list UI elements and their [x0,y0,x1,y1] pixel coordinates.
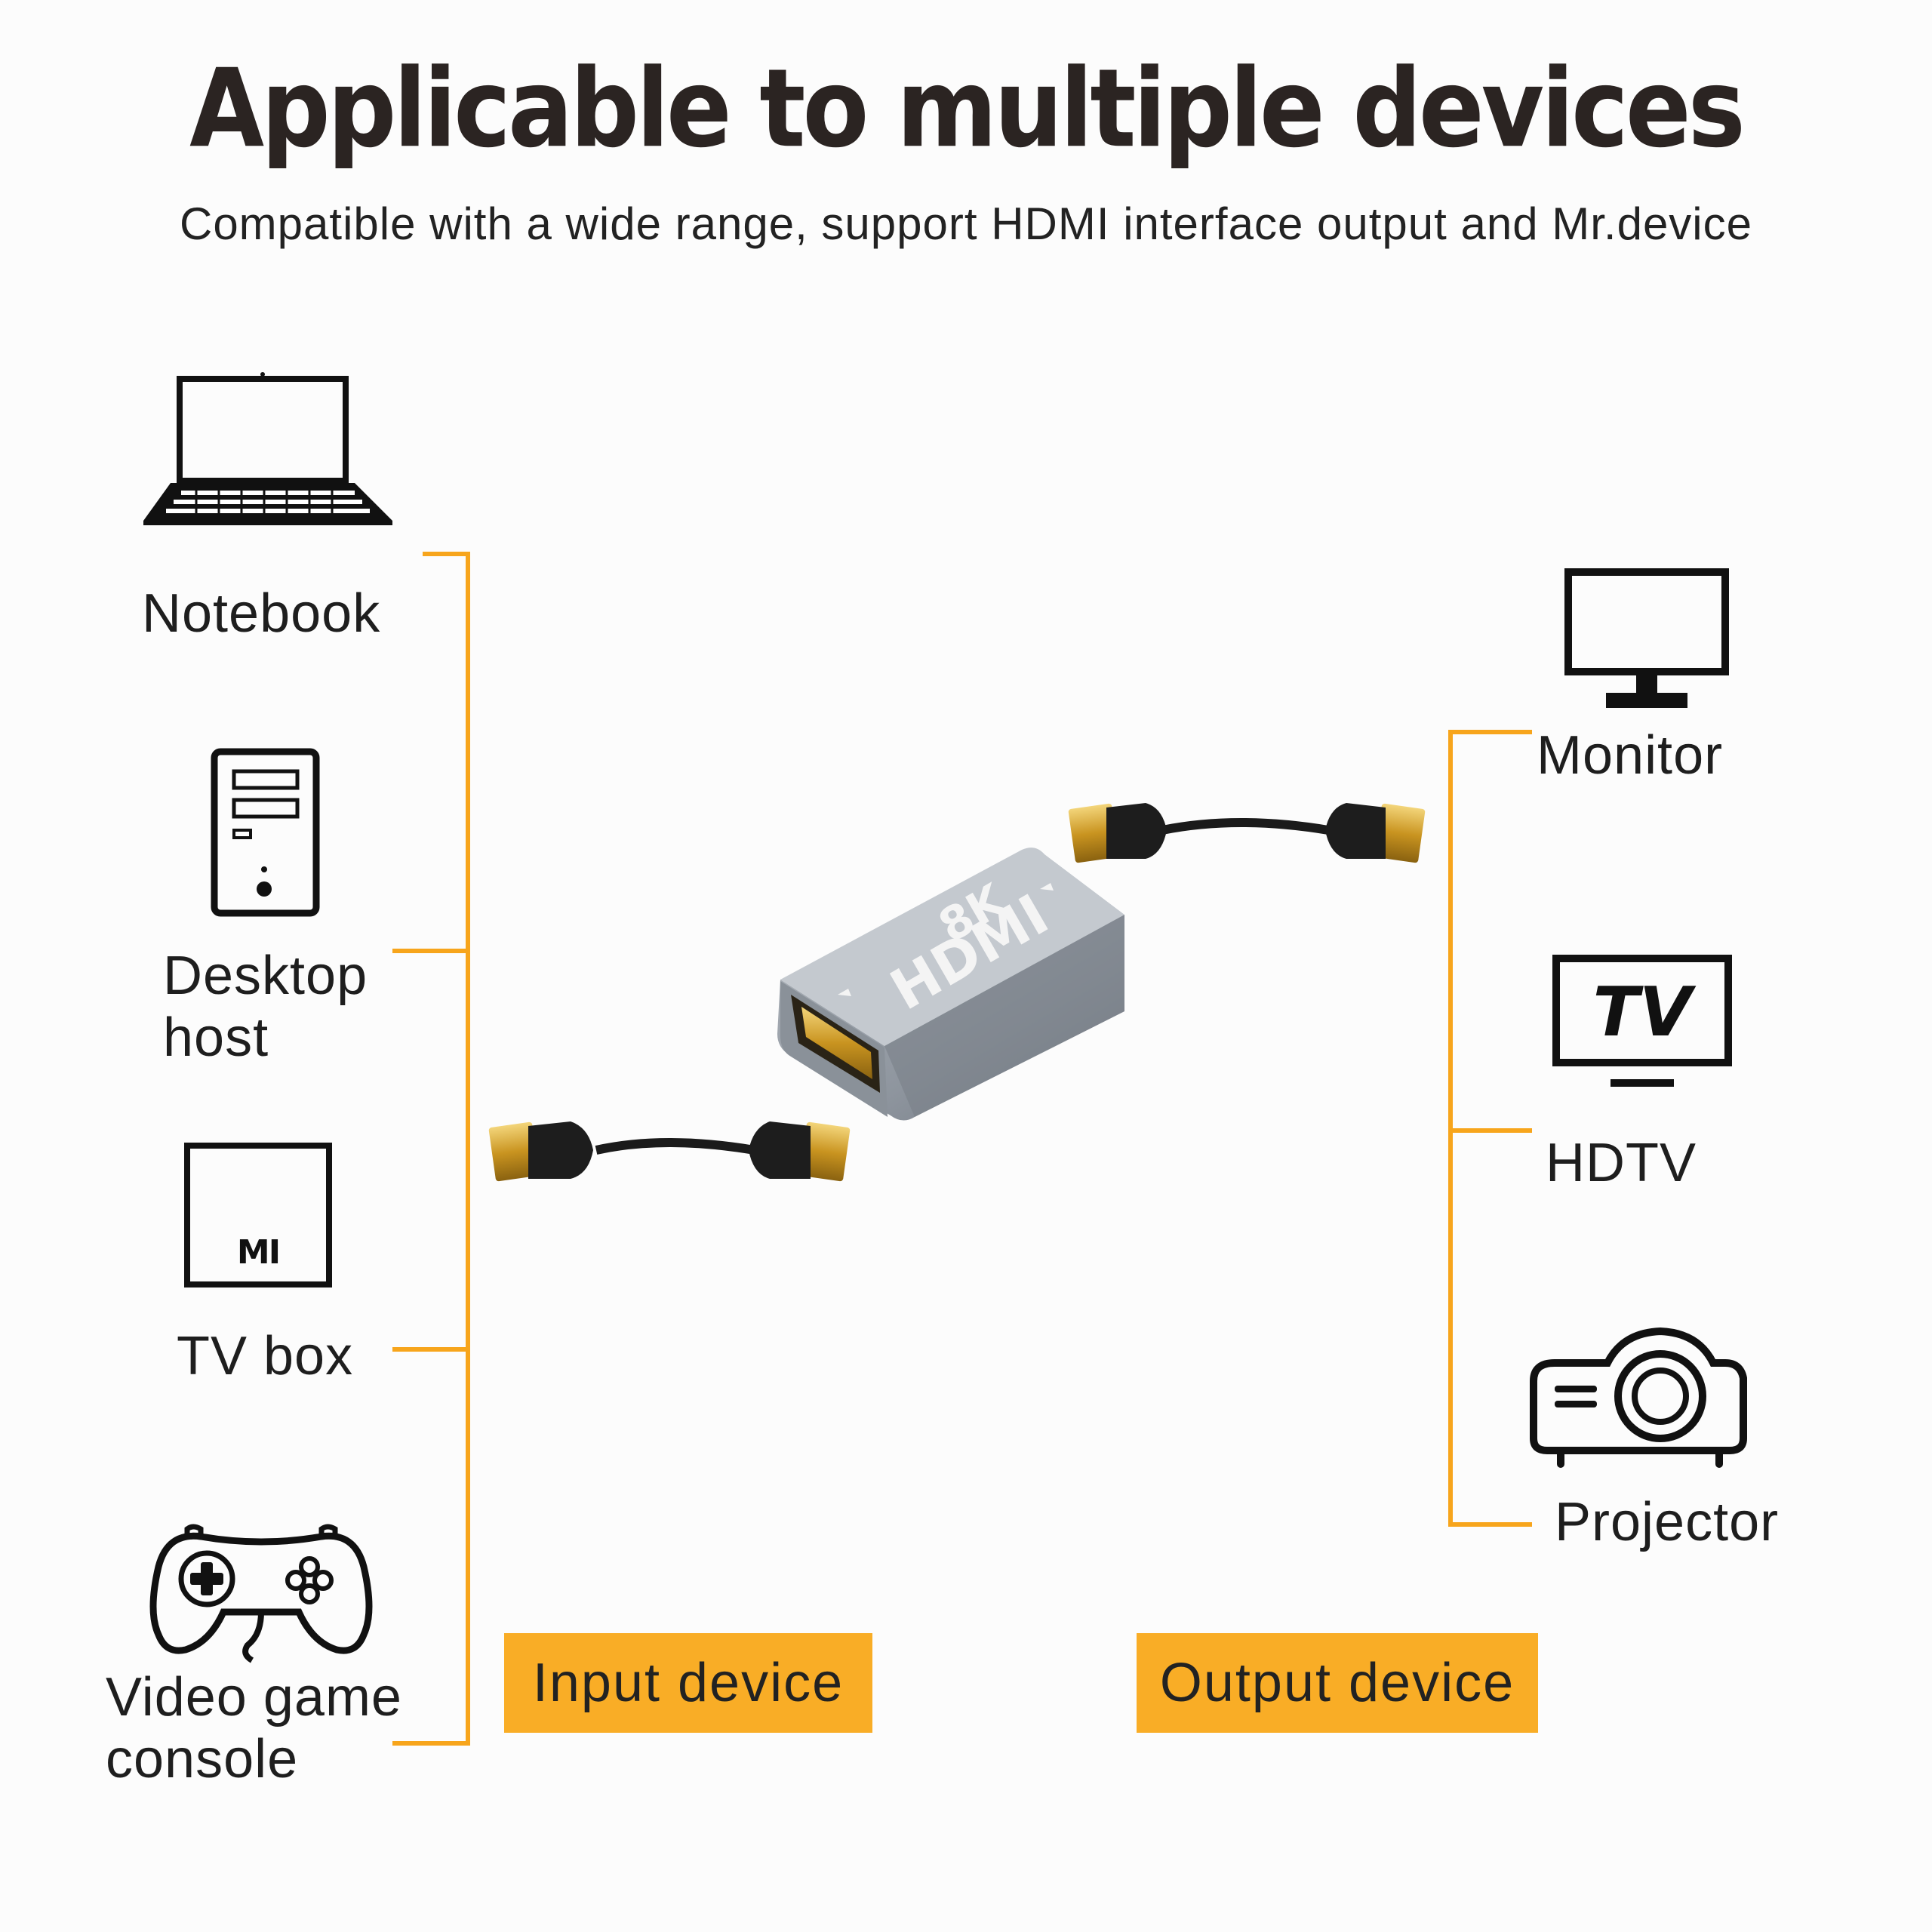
laptop-icon [143,372,392,525]
tv-box-label: TV box [177,1326,354,1386]
video-game-console-label: Video game console [106,1666,402,1790]
hdtv-icon: TV [1552,955,1732,1087]
desktop-host-label: Desktop host [163,945,368,1069]
input-hdmi-cable [488,1121,851,1182]
gamepad-icon [149,1524,373,1663]
projector-icon [1530,1327,1747,1468]
tv-box-mi-text: MI [236,1233,281,1272]
output-hdmi-cable [1068,803,1426,863]
monitor-icon [1564,568,1729,708]
page-title: Applicable to multiple devices [189,46,1746,172]
video-game-console-label-line1: Video game [106,1667,402,1727]
tv-box-icon: MI [184,1143,332,1287]
hdtv-label: HDTV [1546,1133,1697,1193]
notebook-label: Notebook [142,583,381,644]
hdtv-tv-text: TV [1592,973,1696,1052]
output-device-badge: Output device [1137,1633,1538,1733]
hdmi-adapter: 8K HDMI [777,848,1124,1121]
monitor-label: Monitor [1537,725,1724,786]
desktop-host-label-line2: host [163,1008,269,1068]
projector-label: Projector [1555,1492,1780,1552]
input-device-badge: Input device [504,1633,872,1733]
desktop-host-label-line1: Desktop [163,946,368,1006]
page-subtitle: Compatible with a wide range, support HD… [179,198,1753,249]
video-game-console-label-line2: console [106,1729,299,1789]
desktop-tower-icon [211,748,320,917]
